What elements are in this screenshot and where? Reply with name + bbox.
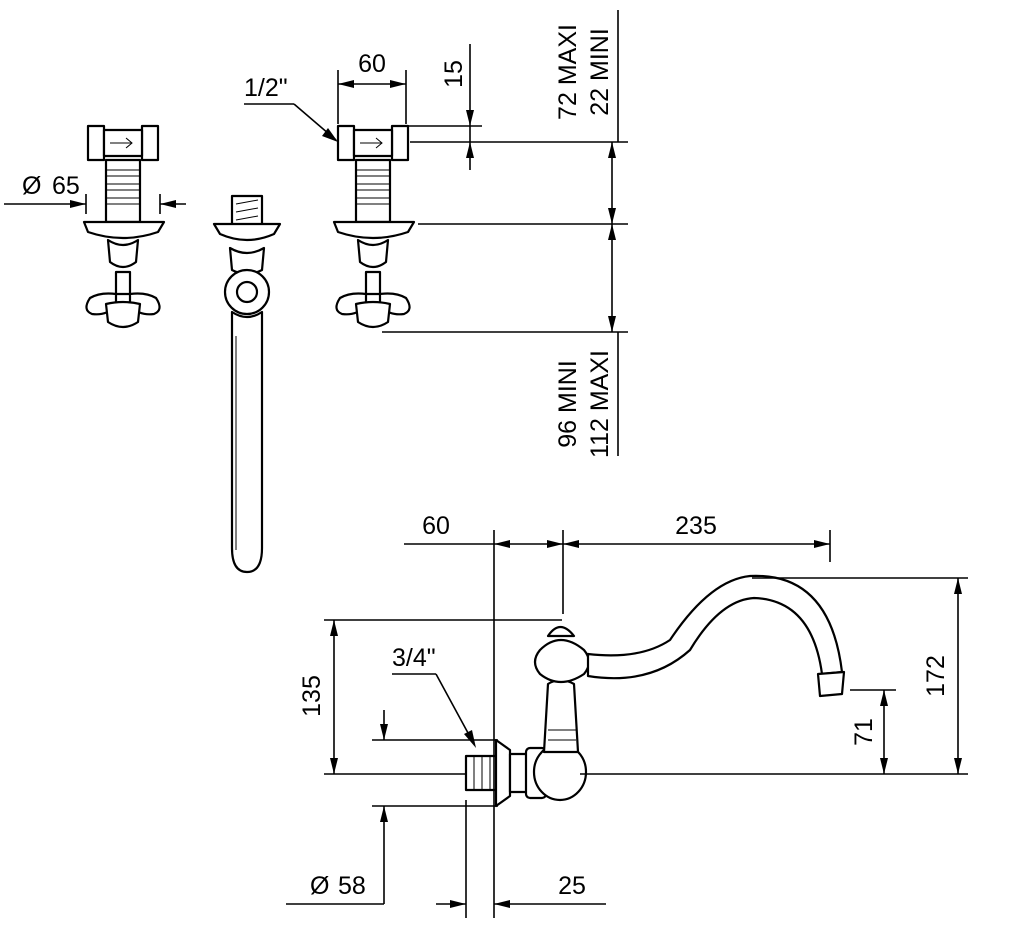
dim-spout-height: 172 xyxy=(580,577,968,775)
dim-label-body-height: 135 xyxy=(298,675,326,717)
dim-thread-inlet: 1/2" xyxy=(244,74,338,142)
spout-front-view xyxy=(212,194,282,574)
dim-label-flange-diameter: 58 xyxy=(338,872,366,900)
dim-flange-diameter: Ø 58 xyxy=(286,710,498,905)
dim-label-extension-top-max: 72 MAXI xyxy=(554,24,582,120)
dim-label-rosette-diameter: 65 xyxy=(52,172,80,200)
diameter-symbol-2: Ø xyxy=(310,872,329,900)
dim-label-extension-top-min: 22 MINI xyxy=(586,28,614,116)
dim-flange-depth: 25 xyxy=(436,800,606,918)
dim-label-spout-height: 172 xyxy=(922,655,950,697)
dim-outlet-height: 71 xyxy=(850,689,896,774)
dim-label-thread-inlet: 1/2" xyxy=(244,74,288,102)
dim-label-handle-width: 60 xyxy=(358,50,386,78)
dim-label-thread-outlet: 3/4" xyxy=(392,644,436,672)
dim-extension-top: 72 MAXI 22 MINI xyxy=(418,10,628,225)
dim-rosette-diameter: Ø 65 xyxy=(4,172,186,214)
dim-label-extension-bottom-min: 96 MINI xyxy=(554,360,582,448)
dim-label-flange-depth: 25 xyxy=(558,872,586,900)
dim-extension-bottom: 96 MINI 112 MAXI xyxy=(382,224,628,458)
dim-label-outlet-height: 71 xyxy=(850,718,878,746)
dim-thread-outlet: 3/4" xyxy=(392,644,476,748)
dim-handle-width: 60 xyxy=(337,50,407,124)
dim-label-extension-bottom-max: 112 MAXI xyxy=(586,350,614,458)
dim-body-height: 135 xyxy=(298,619,562,775)
dim-label-spout-reach: 235 xyxy=(675,512,717,540)
dim-label-spout-offset: 60 xyxy=(422,512,450,540)
spout-side-view xyxy=(464,574,846,808)
dim-spout-reach: 235 xyxy=(563,512,831,562)
valve-front-view-left xyxy=(82,124,166,329)
valve-front-view-right xyxy=(332,124,416,329)
dim-label-handle-step: 15 xyxy=(440,60,468,88)
dim-spout-offset: 60 xyxy=(404,512,564,918)
dim-handle-step: 15 xyxy=(400,44,628,170)
diameter-symbol: Ø xyxy=(22,172,41,200)
